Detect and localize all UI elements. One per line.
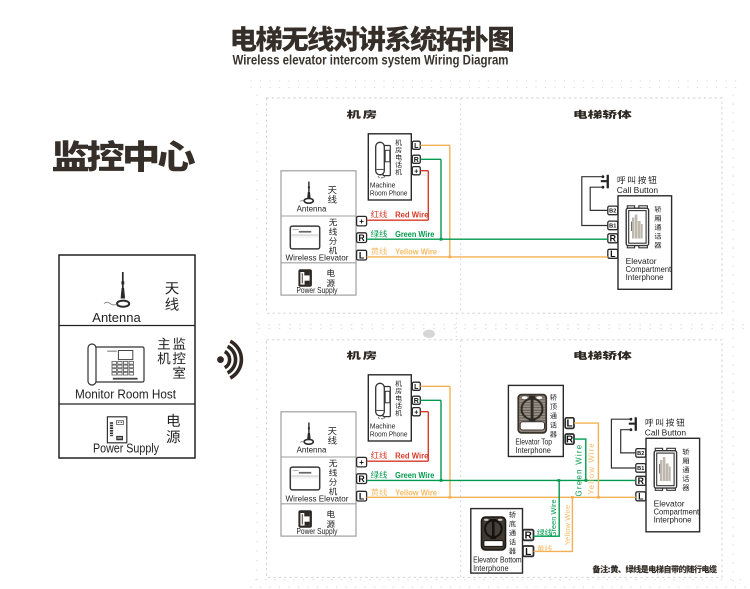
svg-text:Green Wire: Green Wire xyxy=(395,471,435,480)
svg-text:Call Button: Call Button xyxy=(645,427,687,437)
svg-text:Call Button: Call Button xyxy=(617,185,659,195)
svg-text:Compartment: Compartment xyxy=(626,264,672,274)
svg-text:Power Supply: Power Supply xyxy=(93,441,159,456)
svg-text:L: L xyxy=(359,491,365,501)
svg-text:Elevator: Elevator xyxy=(654,498,685,508)
svg-text:Elevator Bottom: Elevator Bottom xyxy=(473,555,521,565)
svg-text:Power Supply: Power Supply xyxy=(297,526,339,536)
svg-text:Interphone: Interphone xyxy=(473,563,509,573)
svg-text:Elevator Top: Elevator Top xyxy=(515,436,552,446)
svg-text:L: L xyxy=(525,547,531,558)
svg-text:Yellow Wire: Yellow Wire xyxy=(563,505,572,546)
svg-text:R: R xyxy=(610,233,617,243)
svg-text:+: + xyxy=(414,407,419,416)
svg-text:L: L xyxy=(610,249,616,259)
svg-text:L: L xyxy=(414,384,419,391)
svg-text:Green Wire: Green Wire xyxy=(395,230,435,239)
svg-text:R: R xyxy=(566,435,574,446)
svg-text:Green Wire: Green Wire xyxy=(574,444,583,497)
svg-text:Antenna: Antenna xyxy=(297,204,327,213)
svg-text:Elevator: Elevator xyxy=(626,256,657,266)
svg-text:B2: B2 xyxy=(609,208,616,214)
svg-text:B1: B1 xyxy=(637,466,644,472)
svg-text:L: L xyxy=(359,250,365,260)
svg-text:Red Wire: Red Wire xyxy=(395,451,429,460)
svg-text:Wireless elevator intercom sys: Wireless elevator intercom system Wiring… xyxy=(233,52,509,68)
svg-text:B2: B2 xyxy=(637,451,644,457)
svg-text:Yellow Wire: Yellow Wire xyxy=(587,442,596,495)
svg-text:Green Wire: Green Wire xyxy=(549,499,558,537)
svg-text:Machine: Machine xyxy=(370,421,396,430)
svg-text:Power Supply: Power Supply xyxy=(297,285,339,295)
svg-text:Compartment: Compartment xyxy=(654,506,700,516)
svg-text:B1: B1 xyxy=(609,223,616,229)
svg-text:Interphone: Interphone xyxy=(626,272,664,282)
svg-text:R: R xyxy=(525,531,533,542)
svg-text:Room Phone: Room Phone xyxy=(370,188,408,197)
svg-text:Monitor Room Host: Monitor Room Host xyxy=(75,387,176,402)
svg-text:Red Wire: Red Wire xyxy=(395,210,429,219)
svg-text:R: R xyxy=(638,476,645,486)
svg-text:Antenna: Antenna xyxy=(297,445,327,454)
svg-text:Room Phone: Room Phone xyxy=(370,429,408,438)
svg-text:Antenna: Antenna xyxy=(92,310,141,325)
svg-text:R: R xyxy=(414,157,419,164)
svg-text:+: + xyxy=(359,458,364,467)
svg-text:Yellow Wire: Yellow Wire xyxy=(395,247,438,256)
svg-text:Wireless Elevator: Wireless Elevator xyxy=(286,494,349,504)
svg-text:L: L xyxy=(638,491,644,501)
svg-text:Interphone: Interphone xyxy=(654,514,692,524)
svg-text:+: + xyxy=(414,166,419,175)
svg-text:L: L xyxy=(414,143,419,150)
svg-text:Yellow Wire: Yellow Wire xyxy=(395,488,438,497)
svg-text:R: R xyxy=(414,398,419,405)
svg-text:Machine: Machine xyxy=(370,180,396,189)
svg-text:Interphone: Interphone xyxy=(515,445,551,455)
svg-text:L: L xyxy=(567,419,573,430)
svg-text:Wireless Elevator: Wireless Elevator xyxy=(286,253,349,263)
svg-text:R: R xyxy=(358,474,365,484)
svg-text:R: R xyxy=(358,233,365,243)
svg-text:+: + xyxy=(359,217,364,226)
